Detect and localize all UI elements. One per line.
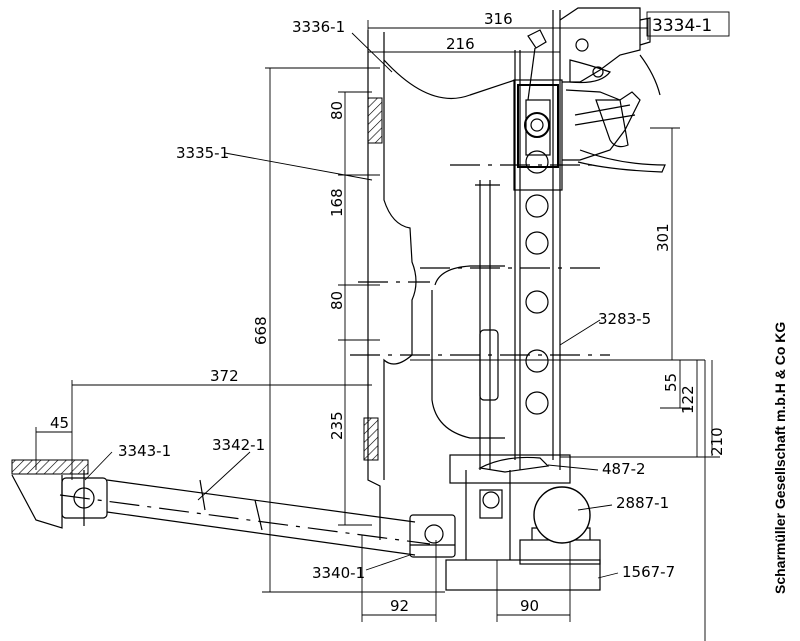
dim-92: 92 [390, 597, 409, 615]
dim-45: 45 [50, 414, 69, 432]
dimension-lines [35, 18, 720, 641]
label-3335-1: 3335-1 [176, 144, 229, 162]
label-3283-5: 3283-5 [598, 310, 651, 328]
label-3336-1: 3336-1 [292, 18, 345, 36]
dim-210: 210 [708, 427, 726, 456]
dim-80-mid: 80 [328, 291, 346, 310]
dim-122: 122 [679, 385, 697, 414]
top-coupling [513, 7, 666, 191]
label-1567-7: 1567-7 [622, 563, 675, 581]
dim-216: 216 [446, 35, 475, 53]
dim-168: 168 [328, 188, 346, 217]
lower-arm [11, 459, 456, 558]
dim-668: 668 [252, 316, 270, 345]
part-labels: 3336-1 3334-1 3335-1 3283-5 3343-1 3342-… [118, 16, 712, 582]
frame-plate [350, 30, 610, 540]
dim-90: 90 [520, 597, 539, 615]
lower-coupling [445, 454, 601, 591]
dim-316: 316 [484, 10, 513, 28]
label-487-2: 487-2 [602, 460, 646, 478]
dim-55: 55 [662, 373, 680, 392]
dimension-values: 316 216 372 45 92 90 668 80 168 80 235 3… [50, 10, 726, 615]
dim-80-top: 80 [328, 101, 346, 120]
dim-235: 235 [328, 411, 346, 440]
leader-lines [84, 11, 730, 579]
label-3343-1: 3343-1 [118, 442, 171, 460]
copyright-label: Scharmüller Gesellschaft m.b.H & Co KG [772, 321, 788, 594]
dim-301: 301 [654, 223, 672, 252]
dim-372: 372 [210, 367, 239, 385]
label-3340-1: 3340-1 [312, 564, 365, 582]
label-3342-1: 3342-1 [212, 436, 265, 454]
label-2887-1: 2887-1 [616, 494, 669, 512]
slider-column [420, 10, 608, 470]
label-3334-1: 3334-1 [652, 16, 712, 36]
